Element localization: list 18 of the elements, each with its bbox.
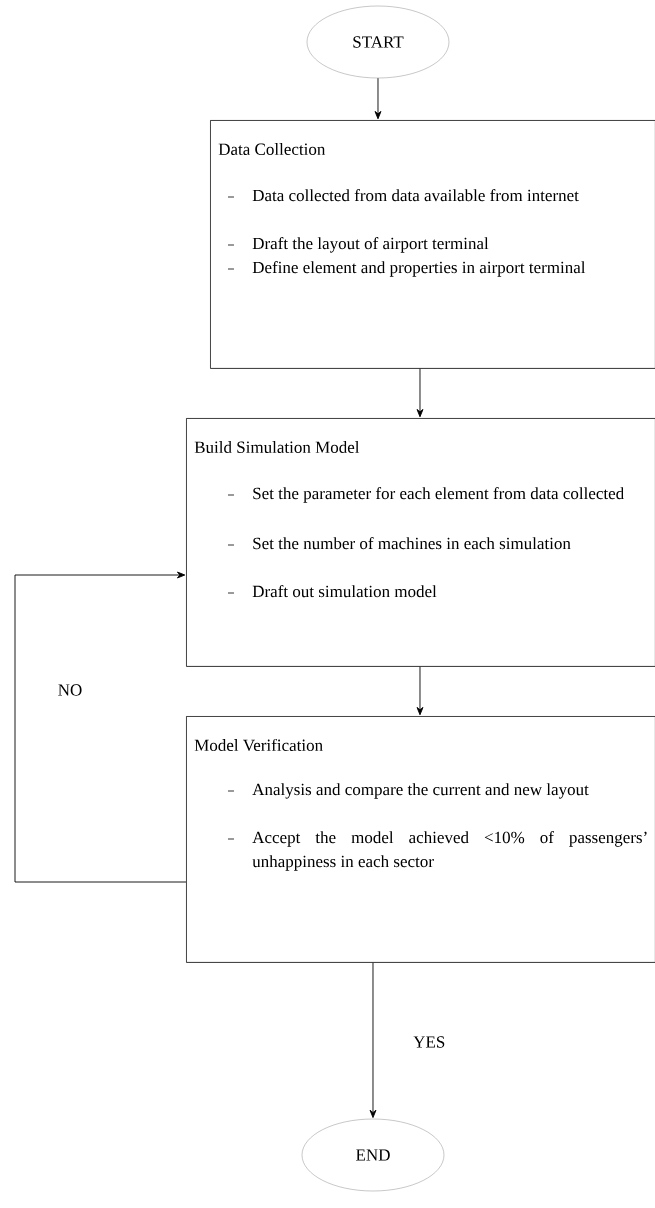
bullet-text: Analysis and compare the current and new layout bbox=[252, 783, 589, 799]
arrow bbox=[374, 77, 382, 120]
bullet-text: Set the number of machines in each simulation bbox=[253, 537, 571, 550]
bullet-text: Set the parameter for each element from data collected bbox=[253, 487, 624, 503]
bullet-text: Data collected from data available from internet bbox=[252, 189, 579, 202]
box-heading: Model Verification bbox=[194, 738, 323, 752]
edge-label: YES bbox=[412, 1035, 447, 1049]
bullet-text: Draft out simulation model bbox=[252, 585, 437, 598]
edge-label: NO bbox=[56, 683, 84, 697]
arrow bbox=[416, 666, 424, 716]
bullet-text: Draft the layout of airport terminal bbox=[252, 237, 489, 253]
box-heading: Build Simulation Model bbox=[194, 441, 360, 453]
bullet-text: Accept the model achieved <10% of passengers’ unhappiness in each sector bbox=[252, 831, 647, 871]
box-heading: Data Collection bbox=[218, 143, 326, 155]
bullet-text: Define element and properties in airport terminal bbox=[252, 261, 586, 277]
arrow bbox=[14, 571, 187, 883]
arrow bbox=[369, 962, 377, 1119]
arrow bbox=[416, 368, 424, 418]
